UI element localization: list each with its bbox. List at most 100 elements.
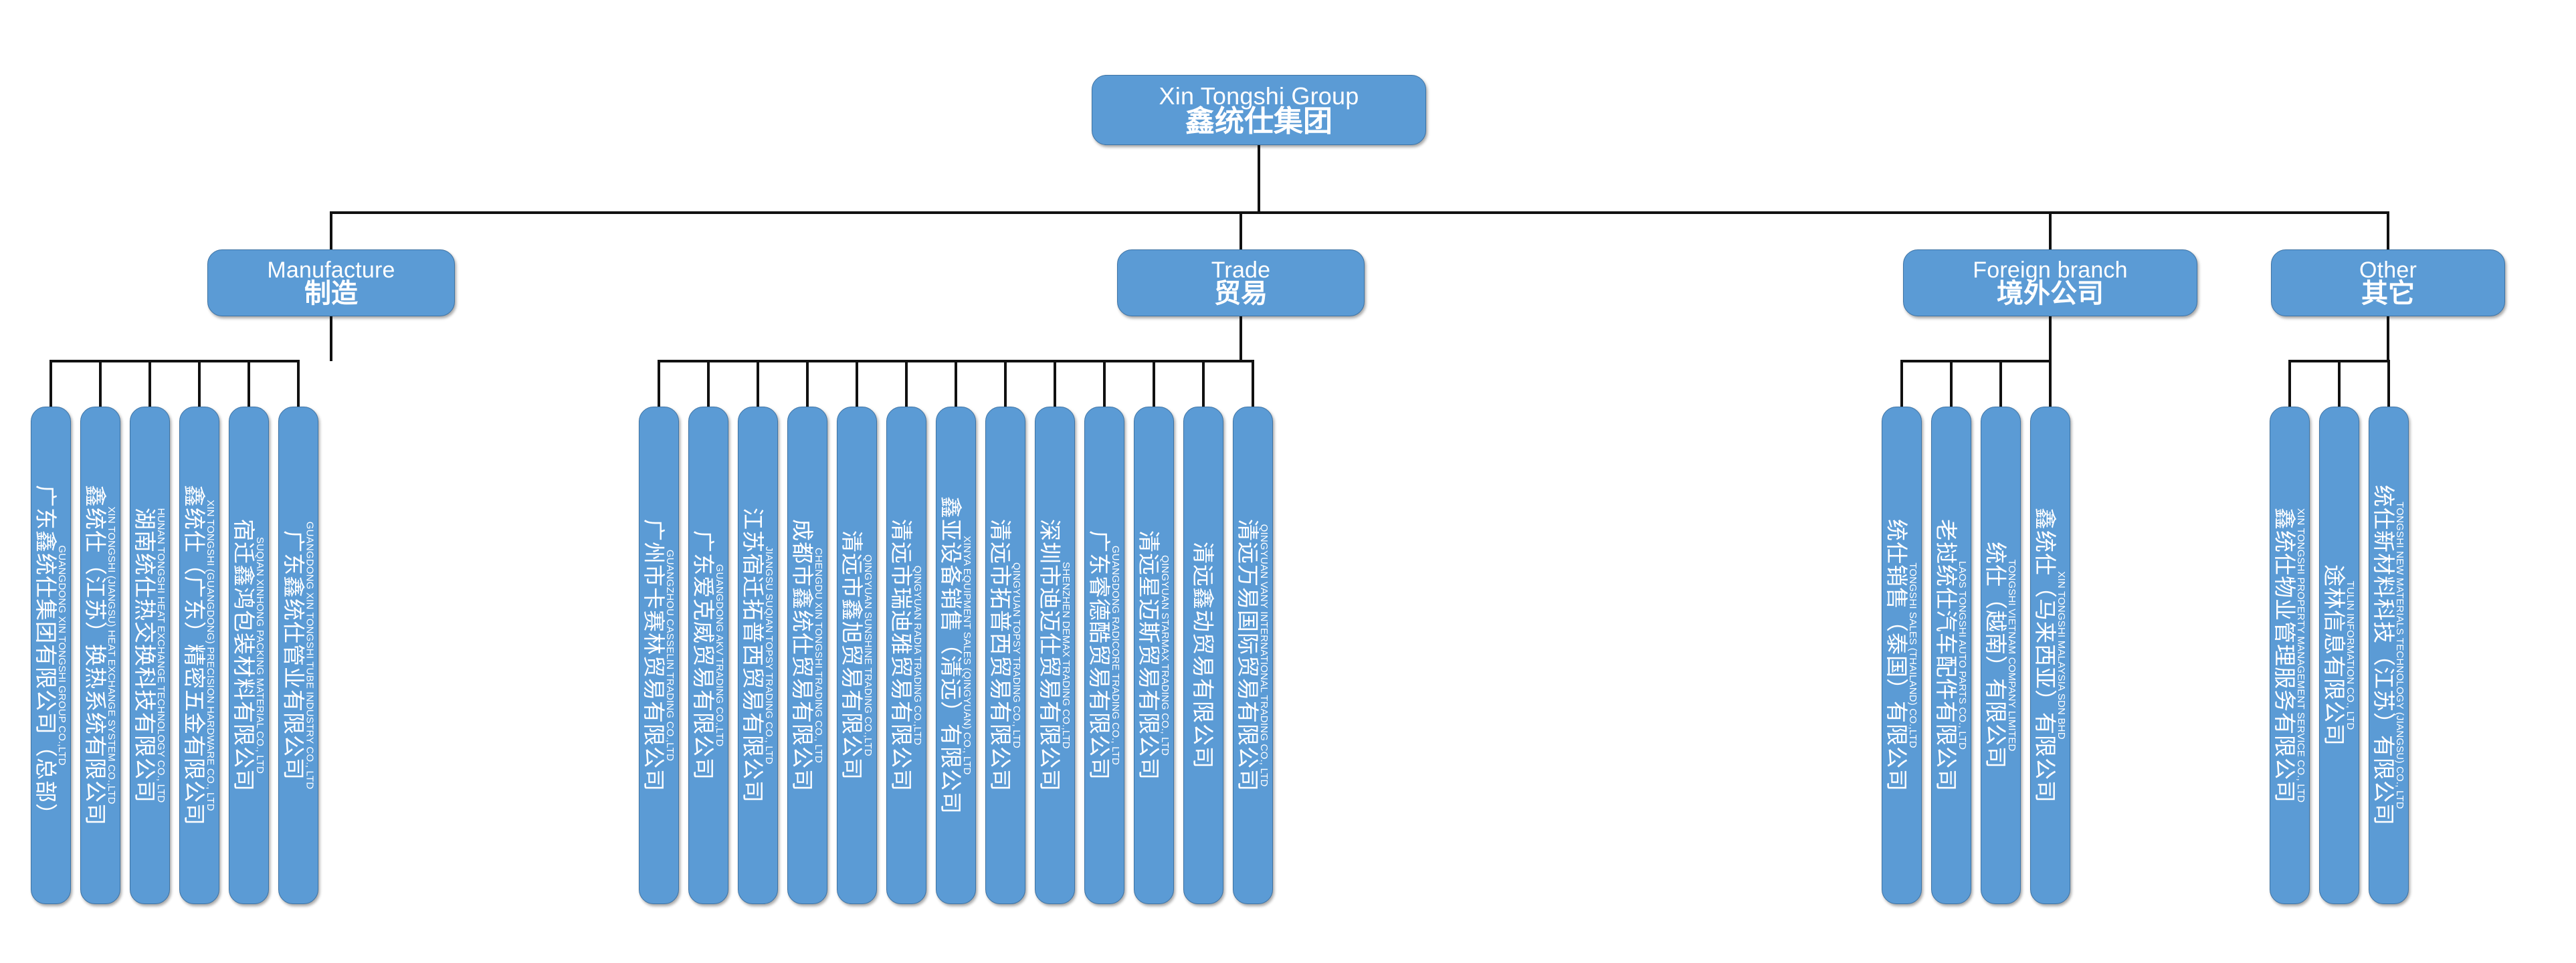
leaf-stem [198,360,201,407]
leaf-en-label: GUANGZHOU CASSELIN TRADING CO.,LTD [664,549,676,762]
leaf-cn-label: 鑫亚设备销售（清远）有限公司 [938,496,963,815]
leaf-en-label: SUQIAN XINHONG PACKING MATERIAL CO., LTD [254,536,266,774]
root-stem [1258,145,1260,213]
division-node-foreign-branch-en-label: Foreign branch [1973,257,2128,283]
leaf-stem [1252,360,1254,407]
division-stem [330,211,332,249]
leaf-en-label: TONGSHI VIETNAM COMPANY LIMITED [2006,559,2017,752]
division-drop [2049,316,2052,361]
leaf-en-label: SHENZHEN DEMAX TRADING CO.,LTD [1060,562,1072,749]
root-node-cn-label: 鑫统仕集团 [1185,104,1332,138]
leaf-cn-label: 广东睿德酷贸易有限公司 [1087,530,1112,780]
leaf-cn-label: 鑫统仕物业管理服务有限公司 [2272,508,2297,803]
leaf-cn-label: 清远万易国际贸易有限公司 [1235,519,1260,792]
leaf-cn-label: 广东鑫统仕集团有限公司（总部） [33,485,58,826]
leaf-node[interactable]: 广东鑫统仕集团有限公司（总部）GUANGDONG XIN TONGSHI GRO… [31,407,71,904]
leaf-label-stack: 广东鑫统仕集团有限公司（总部）GUANGDONG XIN TONGSHI GRO… [31,485,70,826]
leaf-cn-label: 清远市鑫旭贸易有限公司 [839,530,864,780]
leaf-cn-label: 统仕（越南）有限公司 [1983,542,2008,769]
leaf-cn-label: 鑫统仕（江苏）换热系统有限公司 [83,485,108,826]
leaf-cn-label: 老挝统仕汽车配件有限公司 [1934,519,1959,792]
leaf-stem [2338,360,2341,407]
leaf-en-label: CHENGDU XIN TONGSHI TRADING CO., LTD [813,548,824,763]
leaf-cn-label: 清远市瑞迪雅贸易有限公司 [889,519,914,792]
leaf-cn-label: 江苏宿迁拓普西贸易有限公司 [740,508,765,803]
leaf-stem [856,360,858,407]
leaf-en-label: GUANGDONG RADICORE TRADING CO., LTD [1110,545,1121,766]
leaf-node[interactable]: 清远鑫动贸易有限公司 [1183,407,1223,904]
leaf-cn-label: 成都市鑫统仕贸易有限公司 [790,519,815,792]
leaf-en-label: GUANGDONG AKV TRADING CO.,LTD [714,564,725,747]
leaf-label-stack: 清远鑫动贸易有限公司 [1184,542,1223,769]
leaf-bus-foreign-branch [1902,360,2050,362]
leaf-en-label: LAOS TONGSHI AUTO PARTS CO., LTD [1957,560,1968,750]
division-node-foreign-branch-cn-label: 境外公司 [1997,279,2104,308]
level2-bus [331,211,2388,214]
leaf-stem [757,360,759,407]
division-stem [1240,211,1242,249]
leaf-cn-label: 湖南统仕热交换科技有限公司 [132,508,157,803]
leaf-cn-label: 清远市拓普西贸易有限公司 [988,519,1013,792]
leaf-en-label: XIN TONGSHI (JIANGSU) HEAT EXCHANGE SYST… [106,506,117,805]
leaf-en-label: XIN TONGSHI (GUANGDONG) PRECISION HARDWA… [205,500,216,811]
leaf-stem [806,360,809,407]
leaf-en-label: TONGSHI SALES (THAILAND) CO.,LTD [1907,562,1918,748]
leaf-cn-label: 清远鑫动贸易有限公司 [1191,542,1216,769]
leaf-cn-label: 清远星迈斯贸易有限公司 [1136,530,1161,780]
leaf-en-label: HUNAN TONGSHI HEAT EXCHANGE TECHNOLOGY C… [155,508,167,803]
leaf-cn-label: 途林信息有限公司 [2322,564,2347,746]
leaf-cn-label: 深圳市迪迈仕贸易有限公司 [1037,519,1062,792]
leaf-bus-manufacture [51,360,298,362]
leaf-stem [1900,360,1903,407]
leaf-cn-label: 统仕新材料科技（江苏）有限公司 [2371,485,2396,826]
division-node-other-cn-label: 其它 [2361,279,2415,308]
leaf-stem [297,360,300,407]
leaf-stem [658,360,660,407]
leaf-stem [1950,360,1953,407]
